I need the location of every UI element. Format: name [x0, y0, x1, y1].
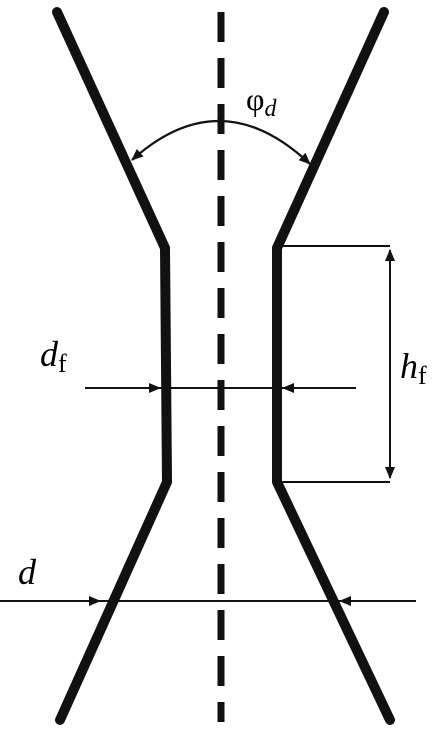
neck-diameter-symbol: d — [40, 334, 59, 374]
right-wall — [272, 7, 395, 725]
neck-height-symbol: h — [400, 346, 418, 386]
neck-diameter-label: df — [40, 334, 67, 378]
angle-subscript: d — [264, 96, 277, 122]
neck-diameter-subscript: f — [58, 349, 67, 378]
diameter-label: d — [18, 552, 37, 592]
neck-height-label: hf — [400, 346, 427, 390]
angle-symbol: φ — [246, 81, 264, 117]
angle-arc — [131, 119, 311, 165]
neck-height-subscript: f — [418, 361, 427, 390]
angle-label: φd — [246, 81, 277, 122]
left-wall — [52, 7, 172, 725]
